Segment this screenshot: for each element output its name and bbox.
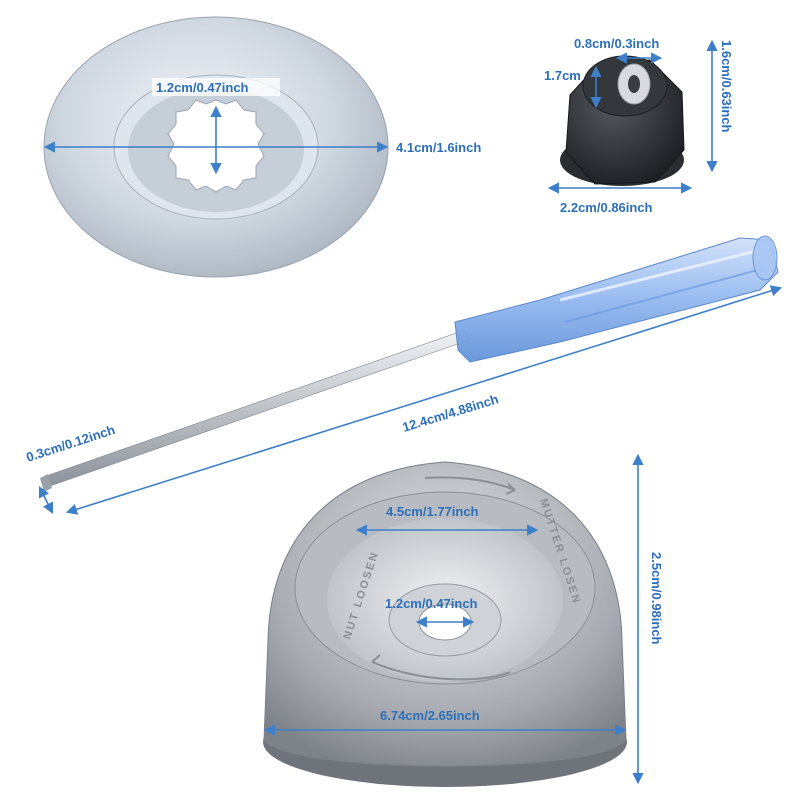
screwdriver-length-label: 12.4cm/4.88inch [400, 391, 500, 435]
cup-hole-label: 1.2cm/0.47inch [385, 596, 478, 611]
cup-bottom-diameter-label: 6.74cm/2.65inch [380, 708, 480, 723]
cup-top-diameter-label: 4.5cm/1.77inch [386, 504, 479, 519]
washer-outer-diameter-label: 4.1cm/1.6inch [396, 140, 481, 155]
nut-hole-label: 0.8cm/0.3inch [574, 36, 659, 51]
screwdriver [40, 235, 779, 492]
nut-width-label: 2.2cm/0.86inch [560, 200, 653, 215]
screwdriver-shaft [45, 329, 470, 487]
dimension-lines [38, 39, 783, 785]
cup-height-label: 2.5cm/0.98inch [649, 552, 664, 645]
washer-inner-diameter-label: 1.2cm/0.47inch [156, 80, 249, 95]
nut-inner-label: 1.7cm [544, 68, 581, 83]
protective-cup: NUT LOOSEN MUTTER LOSEN [263, 461, 627, 787]
nut-height-label: 1.6cm/0.63inch [719, 40, 734, 133]
